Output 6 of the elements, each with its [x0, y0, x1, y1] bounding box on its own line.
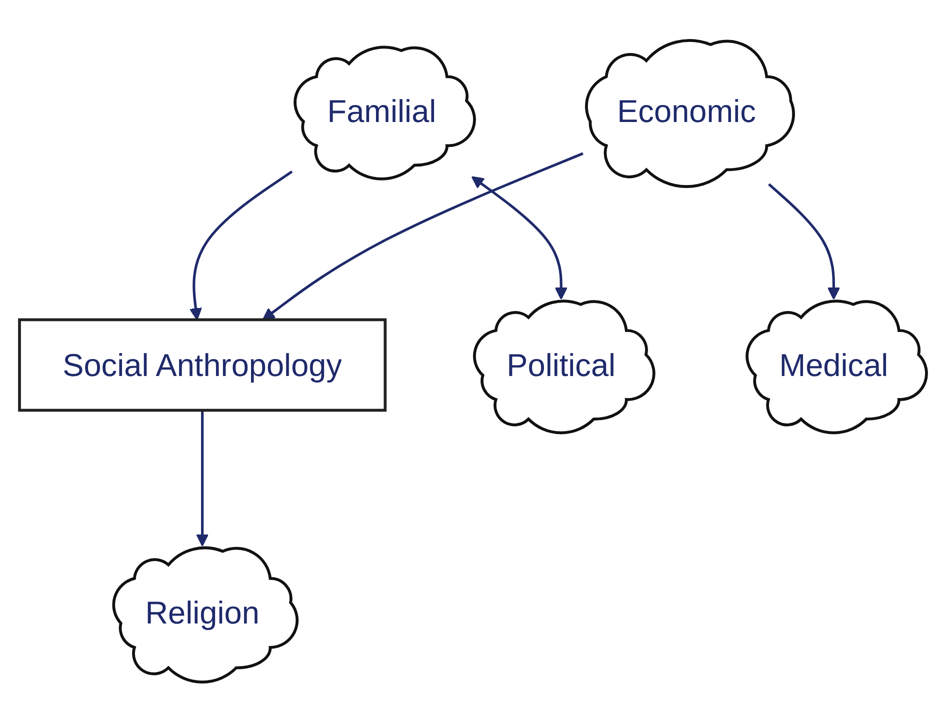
arrow [262, 152, 584, 320]
arrow [196, 410, 209, 546]
arrow [768, 182, 840, 300]
node-box: Social Anthropology [18, 318, 387, 412]
arrow [189, 170, 293, 320]
arrow [471, 176, 568, 300]
